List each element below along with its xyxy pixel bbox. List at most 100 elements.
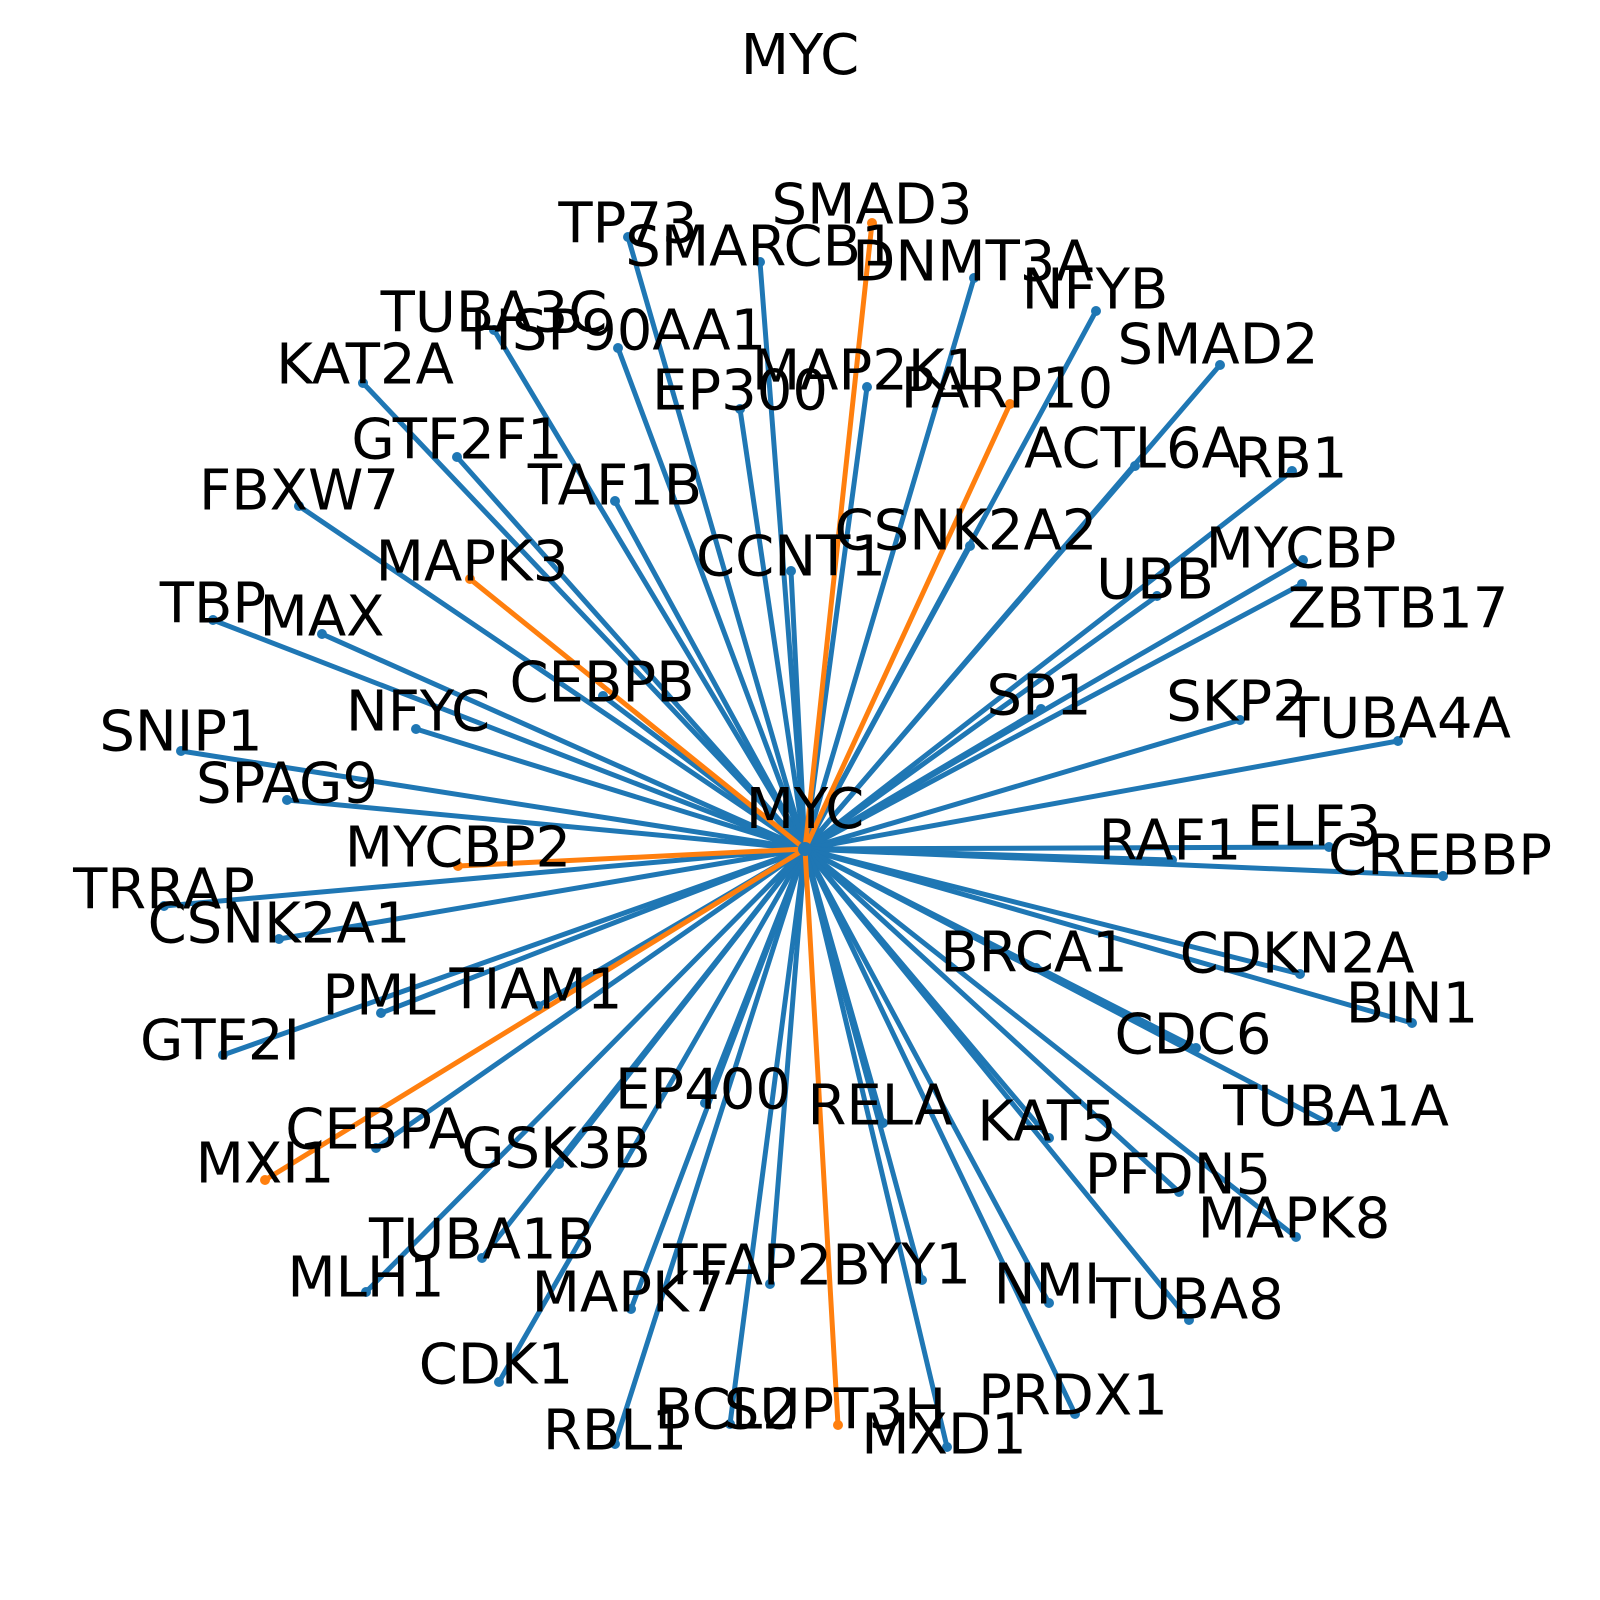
node-parp10 <box>1005 399 1015 409</box>
node-layer <box>159 218 1448 1452</box>
node-tuba4a <box>1393 736 1403 746</box>
node-mlh1 <box>361 1287 371 1297</box>
node-label-tuba4a: TUBA4A <box>1284 687 1511 752</box>
node-label-smarcb1: SMARCB1 <box>625 215 896 280</box>
node-label-kat2a: KAT2A <box>276 333 454 398</box>
edge-dnmt3a <box>802 275 977 852</box>
edge-rb1 <box>802 468 1295 852</box>
edge-mycbp2 <box>455 846 808 869</box>
node-tuba1b <box>477 1253 487 1263</box>
node-tfap2b <box>765 1279 775 1289</box>
node-smad2 <box>1215 360 1225 370</box>
node-label-cdk1: CDK1 <box>419 1333 574 1398</box>
node-label-csnk2a2: CSNK2A2 <box>835 499 1098 564</box>
edge-csnk2a2 <box>802 543 973 852</box>
edge-layer <box>161 220 1446 1450</box>
node-sp1 <box>1036 704 1046 714</box>
node-mapk7 <box>626 1304 636 1314</box>
edge-tp73 <box>625 234 808 852</box>
node-bin1 <box>1407 1018 1417 1028</box>
node-label-actl6a: ACTL6A <box>1024 417 1240 482</box>
node-label-mlh1: MLH1 <box>287 1246 444 1311</box>
edge-nmi <box>802 846 1052 1306</box>
node-label-pml: PML <box>322 964 435 1029</box>
node-hsp90aa1 <box>613 343 623 353</box>
node-csnk2a2 <box>965 541 975 551</box>
node-label-smad2: SMAD2 <box>1118 313 1319 378</box>
edge-hsp90aa1 <box>615 345 808 852</box>
edge-bin1 <box>802 846 1415 1026</box>
edge-trrap <box>161 846 808 909</box>
edge-cdk1 <box>496 846 808 1385</box>
node-label-prdx1: PRDX1 <box>978 1364 1168 1429</box>
node-label-smad3: SMAD3 <box>772 173 973 238</box>
node-cebpa <box>371 1143 381 1153</box>
center-node-label: MYC <box>746 777 865 842</box>
edge-zbtb17 <box>802 581 1305 852</box>
node-label-nfyc: NFYC <box>346 680 490 745</box>
node-mxi1 <box>260 1175 270 1185</box>
node-gtf2i <box>218 1050 228 1060</box>
node-pfdn5 <box>1174 1187 1184 1197</box>
edge-ep300 <box>737 406 808 852</box>
node-fbxw7 <box>294 501 304 511</box>
node-label-sp1: SP1 <box>987 664 1092 729</box>
node-yy1 <box>917 1275 927 1285</box>
node-label-mycbp2: MYCBP2 <box>345 816 571 881</box>
node-label-mxd1: MXD1 <box>861 1403 1026 1468</box>
node-label-bcl2: BCL2 <box>654 1378 797 1443</box>
node-label-max: MAX <box>260 585 385 650</box>
graph-title: MYC <box>741 23 860 88</box>
node-label-hsp90aa1: HSP90AA1 <box>470 299 767 364</box>
edge-smarcb1 <box>757 259 808 852</box>
node-mapk3 <box>465 574 475 584</box>
node-rela <box>878 1118 888 1128</box>
node-rbl1 <box>610 1439 620 1449</box>
edge-snip1 <box>178 748 808 852</box>
edge-mapk8 <box>802 846 1299 1240</box>
node-label-gtf2i: GTF2I <box>140 1009 300 1074</box>
node-label-cebpb: CEBPB <box>509 651 694 716</box>
node-label-brca1: BRCA1 <box>940 921 1128 986</box>
node-label-mycbp: MYCBP <box>1206 517 1397 582</box>
edge-nfyc <box>413 726 808 852</box>
node-tuba8 <box>1184 1315 1194 1325</box>
edge-skp2 <box>802 717 1243 852</box>
edge-tuba4a <box>802 738 1401 852</box>
edge-mapk3 <box>467 576 808 852</box>
node-label-mapk8: MAPK8 <box>1198 1187 1391 1252</box>
edge-tuba3c <box>491 327 808 852</box>
node-cebpb <box>598 691 608 701</box>
edge-parp10 <box>802 401 1013 852</box>
node-tp73 <box>623 232 633 242</box>
node-cdkn2a <box>1295 969 1305 979</box>
edge-rbl1 <box>612 846 808 1447</box>
edge-cebpa <box>373 846 808 1151</box>
node-label-parp10: PARP10 <box>901 357 1113 422</box>
node-kat2a <box>358 378 368 388</box>
edge-sp1 <box>802 706 1044 852</box>
node-dnmt3a <box>969 273 979 283</box>
node-label-cdc6: CDC6 <box>1115 1003 1272 1068</box>
node-label-pfdn5: PFDN5 <box>1085 1143 1272 1208</box>
node-actl6a <box>1130 461 1140 471</box>
node-tuba1a <box>1331 1122 1341 1132</box>
node-label-rbl1: RBL1 <box>543 1399 687 1464</box>
node-zbtb17 <box>1297 579 1307 589</box>
node-label-tfap2b: TFAP2B <box>662 1234 870 1299</box>
node-mapk8 <box>1291 1232 1301 1242</box>
node-tuba3c <box>489 325 499 335</box>
edge-mxd1 <box>802 846 950 1450</box>
edge-tuba1b <box>479 846 808 1261</box>
node-label-csnk2a1: CSNK2A1 <box>148 892 411 957</box>
edge-gtf2f1 <box>454 454 808 852</box>
node-skp2 <box>1235 715 1245 725</box>
node-trrap <box>159 901 169 911</box>
label-layer: SMAD3DNMT3ANFYBSMAD2PARP10ACTL6ARB1CSNK2… <box>72 173 1552 1468</box>
node-label-dnmt3a: DNMT3A <box>852 230 1093 295</box>
node-label-tbp: TBP <box>159 572 266 637</box>
node-label-ccnt1: CCNT1 <box>696 525 886 590</box>
node-label-gsk3b: GSK3B <box>461 1117 651 1182</box>
node-smarcb1 <box>755 257 765 267</box>
